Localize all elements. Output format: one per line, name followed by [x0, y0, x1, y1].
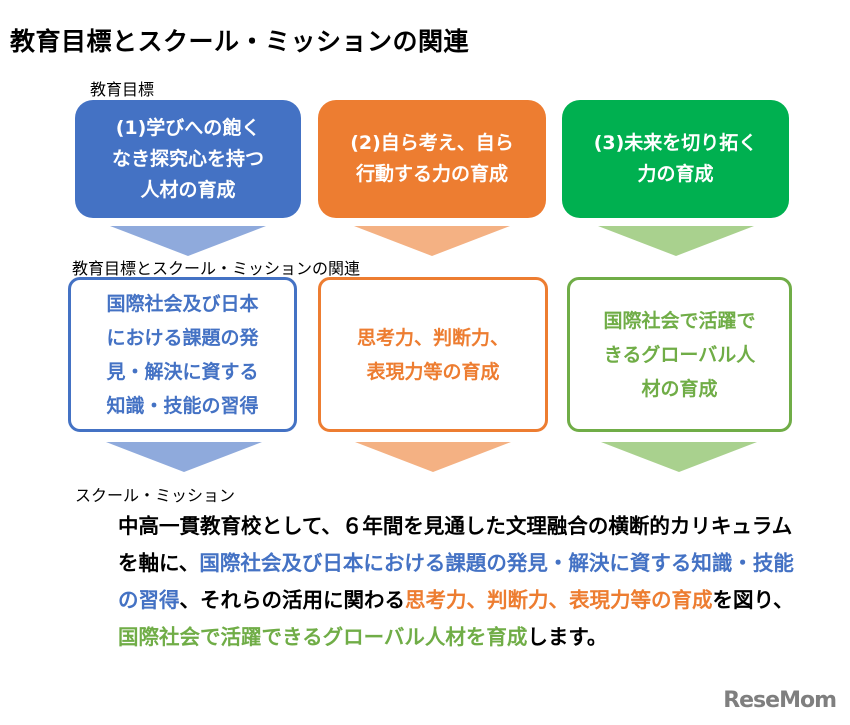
- page-title: 教育目標とスクール・ミッションの関連: [10, 27, 470, 56]
- arrow-down-blue-2: [106, 442, 262, 472]
- arrow-down-green-2: [601, 442, 757, 472]
- goal-box-2: (2)自ら考え、自ら行動する力の育成: [318, 100, 546, 218]
- arrow-down-orange: [354, 226, 510, 256]
- goal-box-3: (3)未来を切り拓く力の育成: [562, 100, 789, 218]
- relation-box-3: 国際社会で活躍できるグローバル人材の育成: [567, 277, 792, 432]
- arrow-down-orange-2: [355, 442, 511, 472]
- arrow-down-blue: [110, 226, 266, 256]
- mission-text: 中高一貫教育校として、６年間を見通した文理融合の横断的カリキュラムを軸に、国際社…: [118, 514, 794, 649]
- label-mission: スクール・ミッション: [75, 486, 236, 505]
- label-relation: 教育目標とスクール・ミッションの関連: [72, 259, 361, 278]
- resemom-logo: ReseMom: [723, 688, 837, 713]
- relation-box-2: 思考力、判断力、表現力等の育成: [318, 277, 548, 432]
- goal-box-1: (1)学びへの飽くなき探究心を持つ人材の育成: [75, 100, 301, 218]
- arrow-down-green: [598, 226, 754, 256]
- label-goals: 教育目標: [90, 80, 155, 99]
- relation-box-1: 国際社会及び日本における課題の発見・解決に資する知識・技能の習得: [68, 277, 297, 432]
